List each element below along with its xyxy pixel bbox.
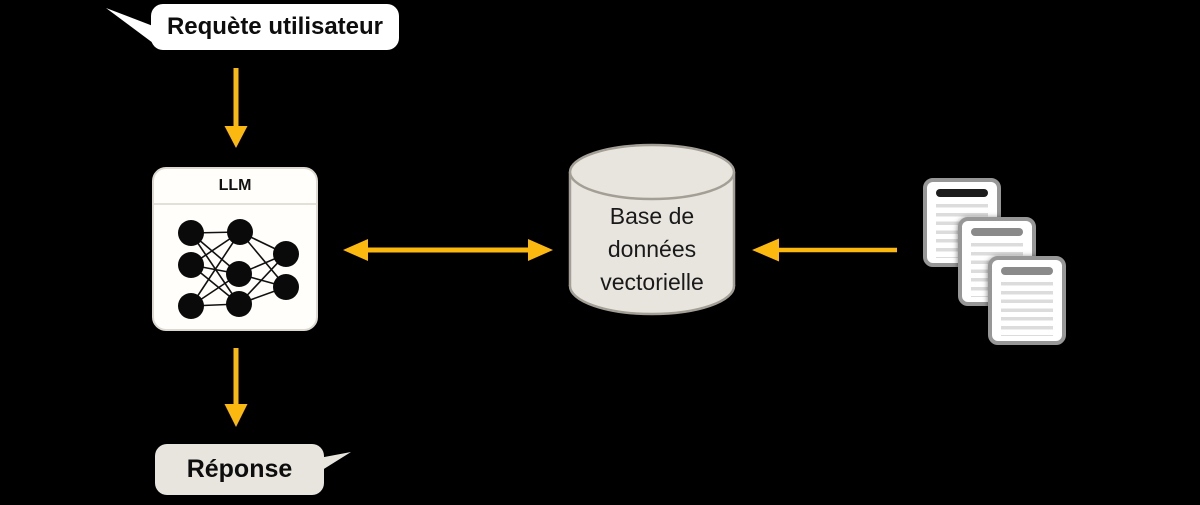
llm-box: LLM: [152, 167, 318, 331]
vector-db-label: Base de données vectorielle: [568, 200, 736, 299]
response-bubble: Réponse: [155, 444, 324, 495]
response-label: Réponse: [186, 455, 293, 483]
neural-network-icon: [178, 219, 299, 319]
doc-title-bar: [936, 189, 988, 197]
arrow-llm-to-response: [224, 348, 248, 427]
arrow-llm-db-bidirectional: [343, 239, 553, 261]
doc-title-bar: [1001, 267, 1053, 275]
arrow-documents-to-db: [752, 238, 897, 262]
arrow-request-to-llm: [224, 68, 248, 148]
document-icon-3: [988, 256, 1066, 345]
llm-title: LLM: [154, 169, 316, 205]
vector-db-label-line3: vectorielle: [600, 269, 704, 295]
user-request-bubble: Requète utilisateur: [151, 4, 399, 50]
request-bubble-tail: [106, 8, 153, 43]
vector-db-label-line1: Base de: [609, 203, 695, 229]
vector-db-label-line2: données: [607, 236, 697, 262]
doc-title-bar: [971, 228, 1023, 236]
user-request-label: Requète utilisateur: [166, 13, 384, 40]
doc-text-lines: [1001, 282, 1053, 336]
